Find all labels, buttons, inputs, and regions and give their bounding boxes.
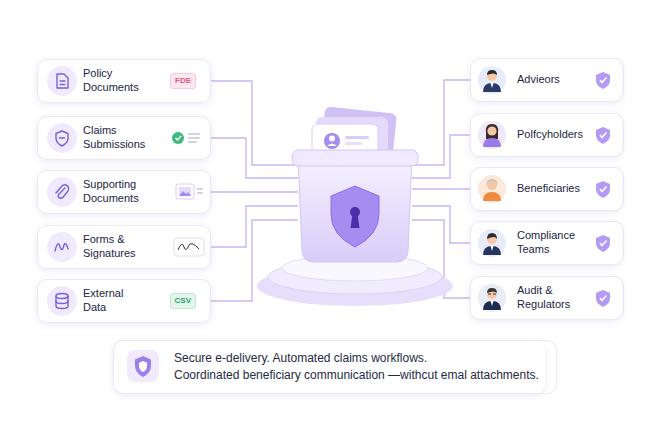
source-card: External Data CSV xyxy=(37,279,211,323)
file-type-badge: CSV xyxy=(170,293,196,309)
card-label: Advieors xyxy=(517,73,591,87)
source-card: Policy Documents FDE xyxy=(37,59,211,103)
banner-icon xyxy=(127,350,159,382)
file-badges xyxy=(172,132,204,256)
card-label: Polfcyholders xyxy=(517,128,591,142)
card-grounds xyxy=(37,58,622,394)
card-label: Policy Documents xyxy=(83,67,149,95)
secure-vault xyxy=(257,106,453,306)
source-card: Claims Submissions xyxy=(37,116,211,160)
card-label: Forms & Signatures xyxy=(83,233,149,261)
recipient-card: Compliance Teams xyxy=(470,221,624,265)
recipient-card: Beneficiaries xyxy=(470,167,624,211)
card-label: Claims Submissions xyxy=(83,124,149,152)
card-label: Compliance Teams xyxy=(517,229,591,257)
summary-line: Secure e-delivery. Automated claims work… xyxy=(174,350,556,367)
recipient-card: Polfcyholders xyxy=(470,113,624,157)
summary-line: Coordinated beneficiary communication —w… xyxy=(174,367,556,384)
source-card: Forms & Signatures xyxy=(37,225,211,269)
verified-marks xyxy=(596,72,610,307)
file-type-badge: FDE xyxy=(170,73,196,89)
recipient-card: Advieors xyxy=(470,58,624,102)
wires xyxy=(211,80,470,301)
card-label: Audit & Regulators xyxy=(517,284,591,312)
card-label: Beneficiaries xyxy=(517,182,591,196)
source-card: Supporting Documents xyxy=(37,170,211,214)
recipient-card: Audit & Regulators xyxy=(470,276,624,320)
card-label: Supporting Documents xyxy=(83,178,149,206)
summary-banner: Secure e-delivery. Automated claims work… xyxy=(113,340,557,394)
card-label: External Data xyxy=(83,287,149,315)
